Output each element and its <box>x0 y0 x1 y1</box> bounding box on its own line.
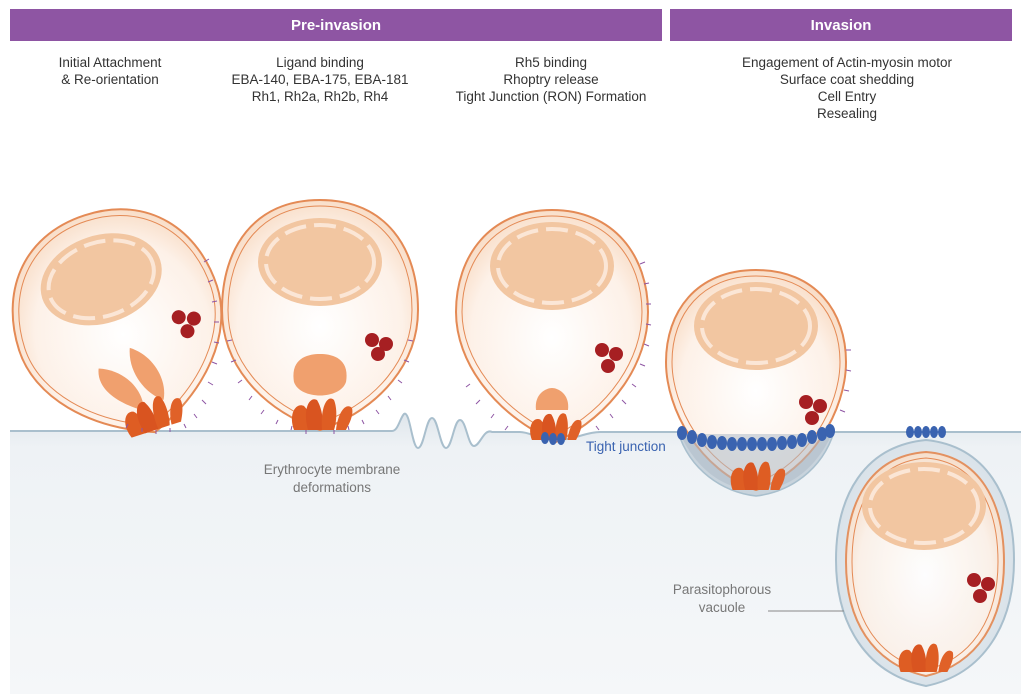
pre-invasion-header: Pre-invasion <box>10 9 662 41</box>
stage-label-rh5-binding: Rh5 binding Rhoptry release Tight Juncti… <box>436 54 666 105</box>
stage-line: Tight Junction (RON) Formation <box>436 88 666 105</box>
stage-line: EBA-140, EBA-175, EBA-181 <box>210 71 430 88</box>
stage-line: Initial Attachment <box>20 54 200 71</box>
stage-label-attachment: Initial Attachment & Re-orientation <box>20 54 200 88</box>
erythrocyte-label-line1: Erythrocyte membrane <box>264 462 401 477</box>
tight-junction-3 <box>541 432 565 445</box>
stage-line: & Re-orientation <box>20 71 200 88</box>
stage-line: Cell Entry <box>722 88 972 105</box>
parasite-entering <box>666 270 846 496</box>
stage-line: Rh1, Rh2a, Rh2b, Rh4 <box>210 88 430 105</box>
stage-line: Surface coat shedding <box>722 71 972 88</box>
stage-line: Rh5 binding <box>436 54 666 71</box>
parasite-inside <box>846 452 1004 676</box>
invasion-header: Invasion <box>670 9 1012 41</box>
vacuole-label-line1: Parasitophorous <box>673 582 772 597</box>
stage-line: Engagement of Actin-myosin motor <box>722 54 972 71</box>
parasite-rh5-binding <box>456 210 648 442</box>
vacuole-label-line2: vacuole <box>699 600 746 615</box>
stage-label-ligand-binding: Ligand binding EBA-140, EBA-175, EBA-181… <box>210 54 430 105</box>
parasite-ligand-binding <box>222 200 418 430</box>
stage-line: Ligand binding <box>210 54 430 71</box>
stage-label-invasion: Engagement of Actin-myosin motor Surface… <box>722 54 972 122</box>
stage-line: Rhoptry release <box>436 71 666 88</box>
parasite-attachment <box>0 183 254 464</box>
erythrocyte-label-line2: deformations <box>293 480 371 495</box>
tight-junction-label: Tight junction <box>586 439 666 454</box>
stage-line: Resealing <box>722 105 972 122</box>
tight-junction-5 <box>906 426 946 438</box>
